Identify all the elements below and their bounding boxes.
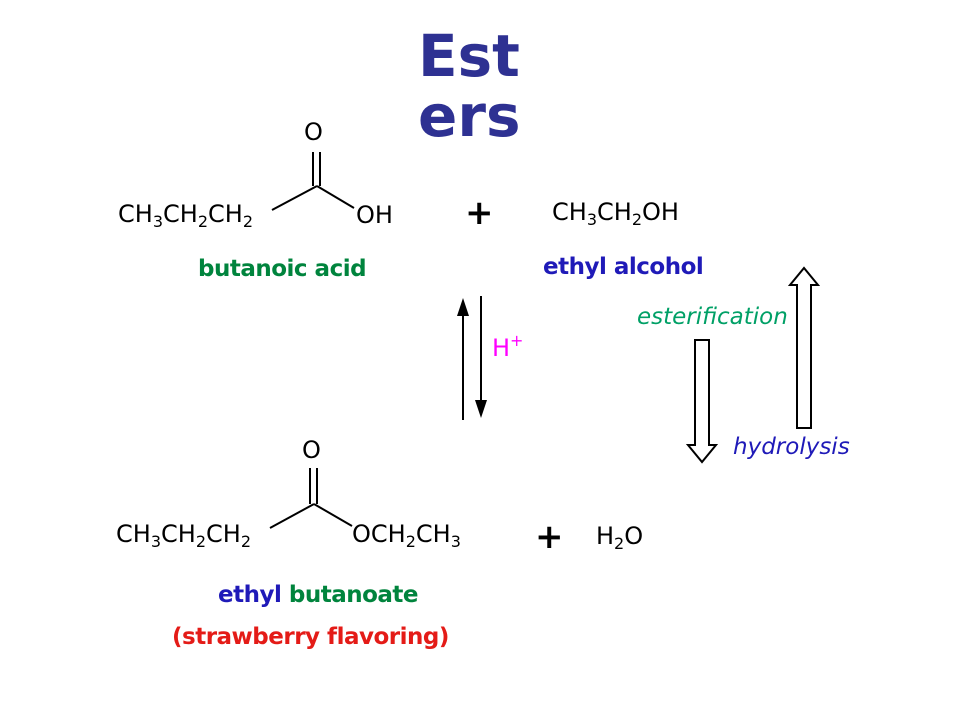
ethyl-butanoate-label-part2: butanoate [288, 582, 419, 608]
carbonyl-oxygen-top: O [304, 118, 323, 146]
equilibrium-up-arrow [457, 298, 469, 420]
hollow-down-arrow [685, 339, 719, 464]
acid-catalyst: H+ [492, 331, 524, 363]
hydroxyl-group: OH [356, 201, 393, 229]
ethoxy-group: OCH2CH3 [352, 520, 461, 551]
strawberry-flavoring-note: (strawberry flavoring) [172, 624, 449, 650]
ester-bond-bottom [313, 503, 353, 527]
water-formula: H2O [596, 522, 644, 553]
oh-bond-top [316, 185, 355, 209]
ethyl-butanoate-chain: CH3CH2CH2 [116, 520, 251, 551]
ethyl-butanoate-label-part1: ethyl [218, 582, 282, 608]
butanoic-acid-label: butanoic acid [198, 256, 367, 282]
ethyl-alcohol-label: ethyl alcohol [543, 254, 704, 280]
title-line-2: ers [418, 82, 521, 150]
plus-sign-top: + [465, 193, 494, 233]
title-line-1: Est [418, 22, 520, 90]
butanoic-acid-chain: CH3CH2CH2 [118, 200, 253, 231]
hydrolysis-label: hydrolysis [733, 434, 850, 460]
equilibrium-down-arrow [475, 296, 487, 418]
ethyl-butanoate-label: ethyl butanoate [218, 582, 419, 608]
chain-bond-top [271, 185, 318, 211]
ethyl-alcohol-formula: CH3CH2OH [552, 198, 679, 229]
esterification-label: esterification [637, 304, 788, 330]
hollow-up-arrow [787, 266, 821, 429]
plus-sign-bottom: + [535, 517, 564, 557]
chain-bond-bottom [269, 503, 315, 529]
page-title: Est ers [418, 26, 528, 146]
carbonyl-oxygen-bottom: O [302, 436, 321, 464]
